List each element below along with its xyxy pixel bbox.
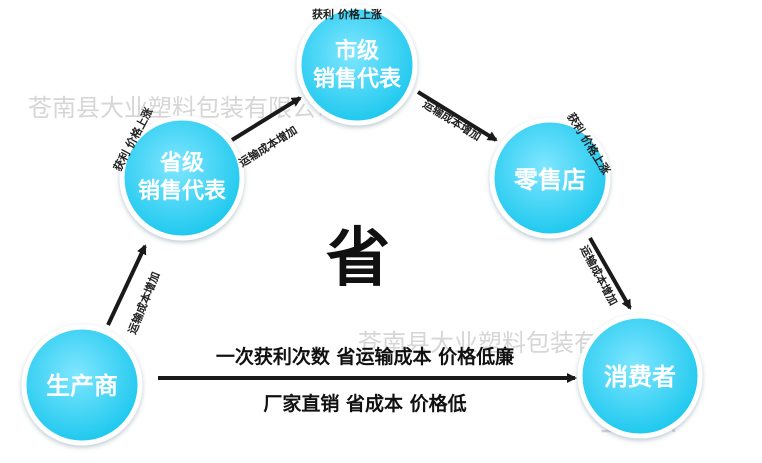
arrow-city-to-retail [416, 90, 498, 142]
node-city [296, 4, 418, 126]
label-city-line2: 销售代表 [313, 66, 402, 92]
node-consumer [577, 313, 703, 439]
label-provincial-line2: 销售代表 [138, 178, 227, 204]
label-producer: 生产商 [46, 372, 118, 400]
direct-text-line2: 厂家直销 省成本 价格低 [263, 392, 466, 415]
label-consumer: 消费者 [604, 363, 676, 391]
label-retail: 零售店 [513, 166, 586, 194]
arrow-producer-to-provincial [106, 244, 147, 326]
arrow-provincial-to-city [230, 96, 302, 142]
center-character: 省 [326, 222, 390, 296]
note-transport-city-retail: 运输成本增加 [420, 97, 483, 144]
node-provincial [119, 115, 245, 241]
arrow-retail-to-consumer [588, 237, 632, 310]
node-retail [489, 117, 611, 239]
label-city-line1: 市级 [335, 38, 379, 64]
label-provincial-line1: 省级 [159, 150, 204, 176]
node-producer [21, 324, 143, 446]
note-city-profit: 获利 价格上涨 [312, 7, 382, 21]
direct-text-line1: 一次获利次数 省运输成本 价格低廉 [216, 345, 514, 368]
